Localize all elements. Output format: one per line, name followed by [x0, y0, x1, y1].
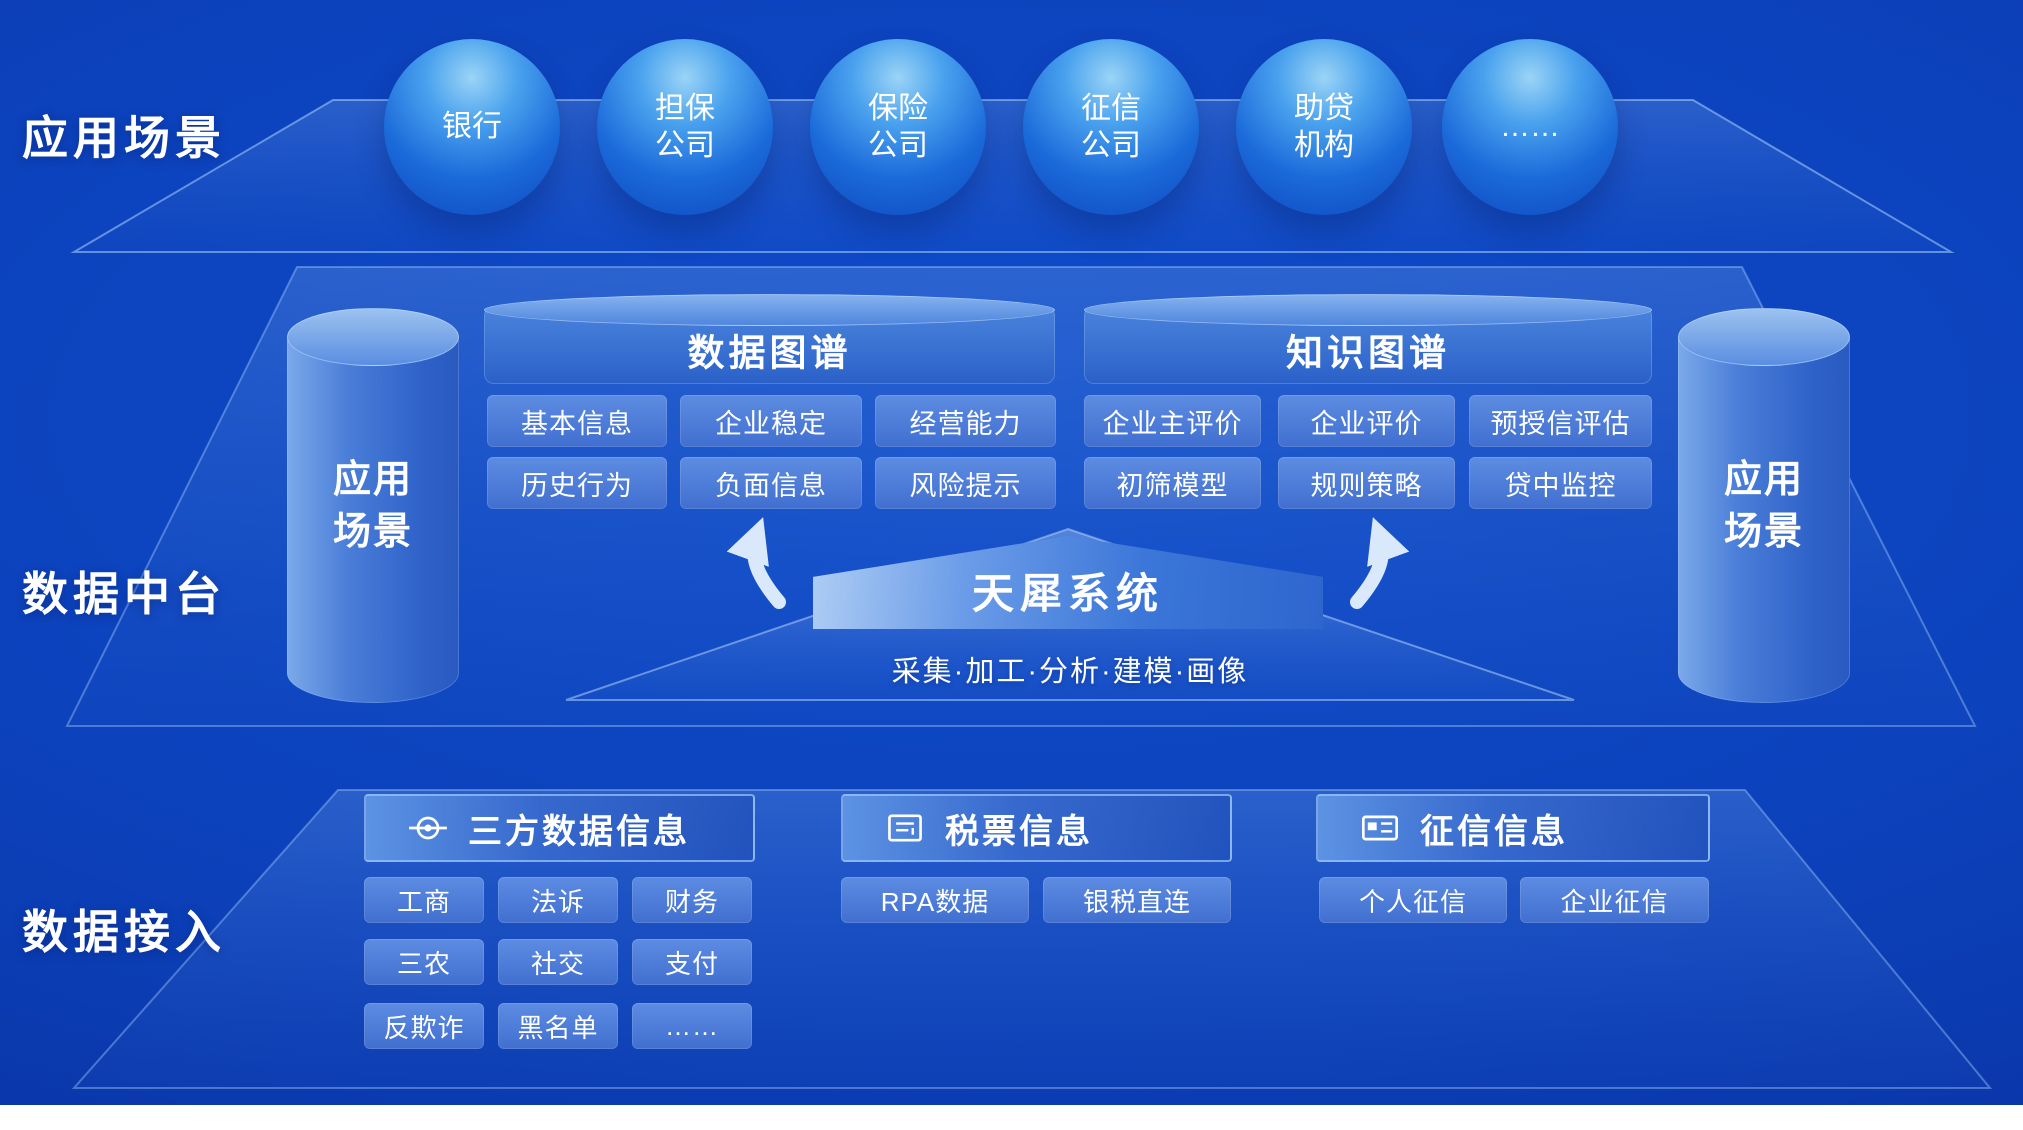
third-party-data-header: 三方数据信息: [364, 794, 755, 862]
loan-agency-label: 助贷机构: [1294, 91, 1354, 163]
credit-company-label: 征信公司: [1081, 91, 1141, 163]
section-label-app-scenarios: 应用场景: [22, 112, 226, 164]
access-chip: 工商: [364, 877, 484, 923]
access-chip: 反欺诈: [364, 1003, 484, 1049]
disk-rim: [484, 294, 1055, 326]
access-chip: 企业征信: [1520, 877, 1709, 923]
guarantee-company-sphere: 担保公司: [597, 39, 773, 215]
graph-chip: 经营能力: [875, 395, 1056, 447]
graph-chip: 基本信息: [487, 395, 667, 447]
access-chip: RPA数据: [841, 877, 1029, 923]
tax-invoice-header: 税票信息: [841, 794, 1232, 862]
tax-invoice-title: 税票信息: [945, 812, 1093, 851]
knowledge-graph-header: 知识图谱: [1084, 294, 1652, 384]
invoice-icon: [885, 808, 925, 848]
access-chip: 支付: [632, 939, 752, 985]
id-card-icon: [1360, 808, 1400, 848]
bank-sphere: 银行: [384, 39, 560, 215]
graph-chip: 风险提示: [875, 457, 1056, 509]
credit-info-header: 征信信息: [1316, 794, 1710, 862]
graph-chip: 企业稳定: [680, 395, 862, 447]
left-cylinder-label: 应用场景: [332, 459, 413, 553]
access-chip: ……: [632, 1003, 752, 1049]
data-graph-header: 数据图谱: [484, 294, 1055, 384]
right-up-arrow-icon: [1350, 517, 1410, 609]
data-graph-title: 数据图谱: [687, 332, 852, 374]
more-sphere-label: ……: [1500, 110, 1560, 144]
access-chip: 银税直连: [1043, 877, 1231, 923]
access-chip: 个人征信: [1319, 877, 1507, 923]
knowledge-graph-title: 知识图谱: [1286, 332, 1450, 374]
bank-sphere-label: 银行: [442, 110, 502, 144]
target-icon: [408, 808, 448, 848]
access-chip: 黑名单: [498, 1003, 618, 1049]
graph-chip: 企业主评价: [1084, 395, 1261, 447]
graph-chip: 初筛模型: [1084, 457, 1261, 509]
insurance-company-label: 保险公司: [868, 91, 928, 163]
top-platform: [70, 99, 1955, 253]
tianxi-system-name: 天犀系统: [971, 570, 1164, 617]
insurance-company-sphere: 保险公司: [810, 39, 986, 215]
tianxi-system-banner: 天犀系统: [813, 536, 1323, 629]
third-party-data-title: 三方数据信息: [468, 812, 690, 851]
access-chip: 社交: [498, 939, 618, 985]
disk-rim: [1084, 294, 1652, 326]
credit-company-sphere: 征信公司: [1023, 39, 1199, 215]
guarantee-company-label: 担保公司: [655, 91, 715, 163]
graph-chip: 负面信息: [680, 457, 862, 509]
right-cylinder-label: 应用场景: [1723, 459, 1804, 553]
left-up-arrow-icon: [726, 517, 786, 609]
access-chip: 法诉: [498, 877, 618, 923]
loan-agency-sphere: 助贷机构: [1236, 39, 1412, 215]
graph-chip: 贷中监控: [1469, 457, 1652, 509]
section-label-data-platform: 数据中台: [22, 568, 226, 620]
graph-chip: 规则策略: [1278, 457, 1455, 509]
more-sphere: ……: [1442, 39, 1618, 215]
tianxi-system-subtitle: 采集·加工·分析·建模·画像: [891, 656, 1249, 688]
graph-chip: 历史行为: [487, 457, 667, 509]
graph-chip: 预授信评估: [1469, 395, 1652, 447]
section-label-data-access: 数据接入: [22, 906, 226, 958]
credit-info-title: 征信信息: [1420, 812, 1568, 851]
access-chip: 三农: [364, 939, 484, 985]
right-cylinder: 应用场景: [1678, 308, 1850, 703]
access-chip: 财务: [632, 877, 752, 923]
graph-chip: 企业评价: [1278, 395, 1455, 447]
left-cylinder: 应用场景: [287, 308, 459, 703]
